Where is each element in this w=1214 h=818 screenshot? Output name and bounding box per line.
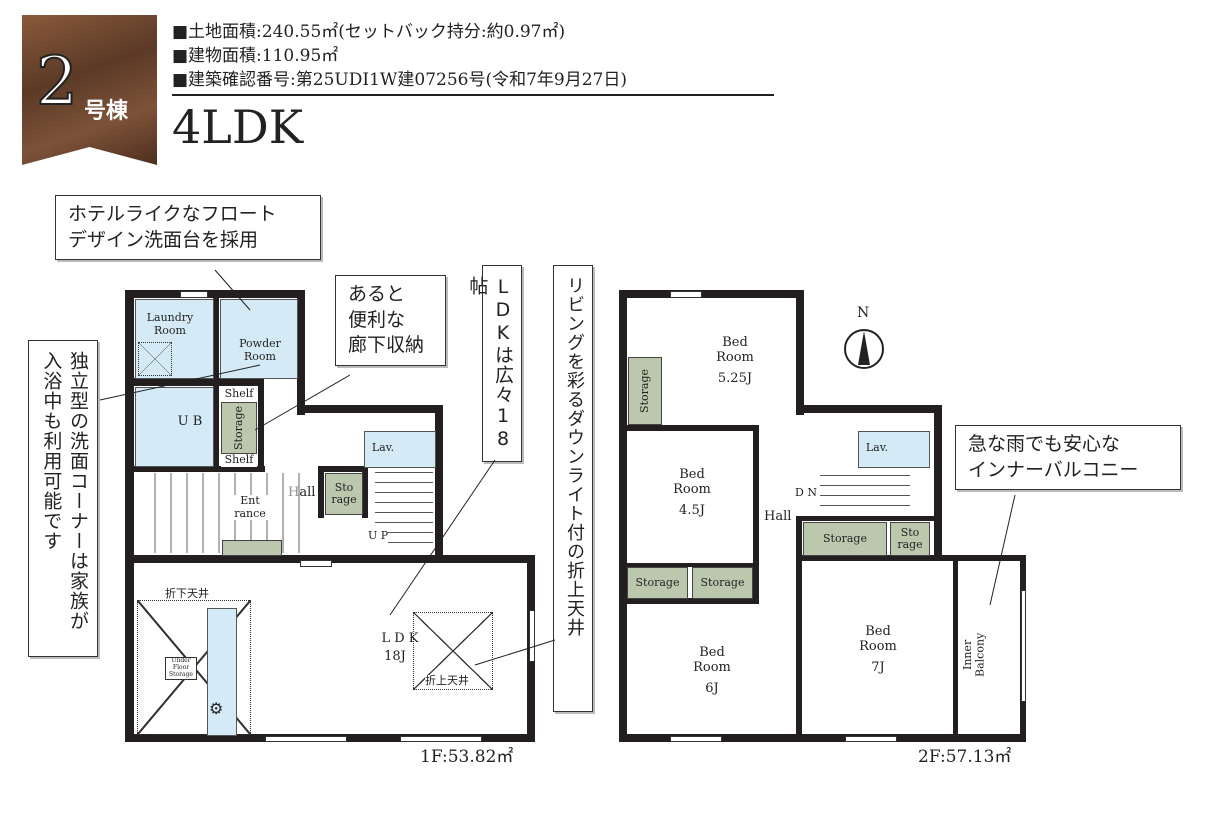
bedroom-2-size: 4.5J	[679, 503, 705, 518]
underfloor-storage-label: Under Floor Storage	[165, 657, 197, 680]
callout-hall-storage: あると便利な廊下収納	[335, 275, 446, 366]
divider	[172, 94, 774, 96]
storage-bedroom3: Storage	[692, 567, 753, 599]
bedroom-2-label: Bed Room	[673, 467, 711, 497]
hall-2f-label: Hall	[764, 509, 792, 524]
hall-storage-2: Sto rage	[325, 473, 363, 515]
unit-bath-label: U B	[177, 414, 203, 429]
property-info: ■土地面積:240.55㎡(セットバック持分:約0.97㎡) ■建物面積:110…	[172, 20, 627, 92]
badge-suffix: 号棟	[84, 98, 129, 124]
bedroom-1-label: Bed Room	[716, 335, 754, 365]
callout-ldk-size: LDKは広々18帖	[466, 265, 522, 462]
lavatory-label: Lav.	[371, 441, 395, 454]
bedroom-3-label: Bed Room	[693, 645, 731, 675]
laundry-room-label: Laundry Room	[146, 311, 194, 337]
unit-bath	[135, 387, 214, 467]
permit-number: ■建築確認番号:第25UDI1W建07256号(令和7年9月27日)	[172, 70, 627, 90]
shoe-storage	[222, 540, 282, 556]
callout-inner-balcony: 急な雨でも安心なインナーバルコニー	[955, 425, 1181, 491]
callout-ceiling: リビングを彩るダウンライト付の折上天井	[553, 265, 593, 712]
ldk-size: 18J	[384, 649, 406, 664]
shelf-label: Shelf	[221, 387, 257, 401]
storage-hall-2f: Storage	[803, 522, 887, 556]
bedroom-3-size: 6J	[705, 681, 719, 696]
lavatory-2f-label: Lav.	[865, 441, 889, 454]
hall-storage: Storage	[221, 402, 257, 454]
shelf-label: Shelf	[221, 453, 257, 467]
ldk-label: L D K	[381, 631, 419, 646]
callout-float-sink: ホテルライクなフロートデザイン洗面台を採用	[55, 195, 321, 261]
compass: N	[842, 305, 886, 375]
callout-wash-corner: 独立型の洗面コーナーは家族が入浴中も利用可能です	[28, 340, 98, 657]
entrance	[140, 473, 300, 553]
bedroom-4-size: 7J	[871, 660, 885, 675]
layout-type: 4LDK	[172, 100, 304, 154]
storage-bedroom2: Storage	[627, 567, 688, 599]
stairs-down-label: D N	[795, 486, 817, 500]
compass-north-label: N	[857, 305, 870, 321]
lavatory-2f	[858, 431, 930, 468]
building-area: ■建物面積:110.95㎡	[172, 46, 339, 66]
kitchen-counter	[207, 608, 237, 736]
bedroom-1-size: 5.25J	[717, 371, 753, 386]
building-badge: 2 号棟	[22, 15, 157, 165]
lowered-ceiling-label: 折下天井	[165, 587, 209, 600]
storage-small-2f: Sto rage	[890, 522, 930, 556]
land-area: ■土地面積:240.55㎡(セットバック持分:約0.97㎡)	[172, 22, 566, 42]
powder-room-label: Powder Room	[239, 337, 281, 363]
storage-bedroom1: Storage	[628, 357, 662, 425]
entrance-label: Ent rance	[230, 494, 270, 521]
staircase-2f	[820, 468, 910, 515]
lavatory	[364, 431, 436, 468]
badge-number: 2	[35, 42, 79, 121]
floor-2-area: 2F:57.13㎡	[918, 747, 1012, 767]
bedroom-4-label: Bed Room	[859, 624, 897, 654]
compass-icon	[844, 329, 884, 369]
stove-icon: ⚙	[209, 699, 224, 718]
stairs-up-label: U P	[368, 529, 389, 543]
raised-ceiling-label: 折上天井	[425, 674, 469, 688]
floor-1-area: 1F:53.82㎡	[420, 747, 514, 767]
